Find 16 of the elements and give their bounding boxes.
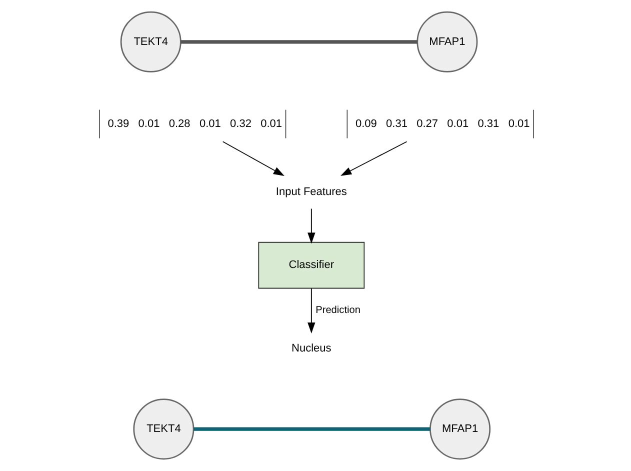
arrow bbox=[307, 208, 315, 244]
connector bbox=[180, 40, 417, 44]
node-text: 0.09 0.31 0.27 0.01 0.31 0.01 bbox=[354, 118, 530, 130]
arrow bbox=[340, 141, 407, 176]
node-circle: TEKT4 bbox=[120, 11, 181, 72]
node-box: Classifier bbox=[258, 242, 364, 289]
edge-label: Prediction bbox=[315, 304, 360, 316]
arrow bbox=[307, 288, 315, 334]
node-circle: TEKT4 bbox=[132, 398, 194, 460]
arrow bbox=[222, 141, 284, 176]
node-text: Input Features bbox=[275, 186, 346, 198]
node-circle: MFAP1 bbox=[416, 11, 478, 72]
node-text: Nucleus bbox=[291, 342, 331, 355]
node-text: 0.39 0.01 0.28 0.01 0.32 0.01 bbox=[107, 118, 282, 130]
connector bbox=[193, 427, 430, 431]
node-circle: MFAP1 bbox=[429, 398, 490, 460]
